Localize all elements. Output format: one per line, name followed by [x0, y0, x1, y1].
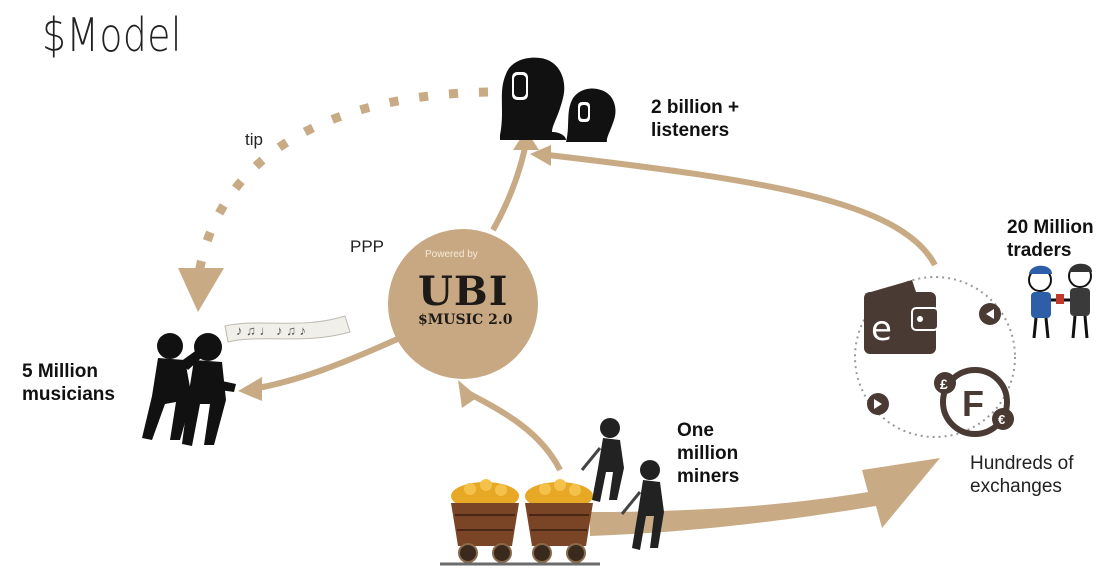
listeners-label: 2 billion + listeners	[651, 97, 740, 141]
tip-arrowhead	[178, 268, 224, 312]
exchange-flow-arrow	[590, 458, 940, 536]
exchange-ring	[854, 276, 1016, 438]
wallet-icon: e	[864, 280, 939, 354]
exchanges-label: Hundreds of exchanges	[970, 453, 1074, 497]
musicians-icon	[142, 333, 236, 446]
tip-label: tip	[245, 130, 263, 149]
ppp-flow-arrow	[257, 334, 404, 391]
ppp-label: PPP	[350, 237, 385, 256]
ubi-hub-circle	[388, 229, 538, 379]
svg-text:€: €	[998, 412, 1005, 427]
hub-to-listeners-arrow	[490, 147, 528, 232]
svg-text:e: e	[871, 309, 892, 349]
traders-label: 20 Million traders	[1007, 217, 1094, 261]
svg-text:F: F	[962, 383, 984, 424]
hub-powered-by: Powered by	[425, 249, 478, 260]
traders-icon	[1028, 263, 1092, 339]
svg-text:£: £	[940, 376, 948, 392]
page-title: $Model	[42, 8, 182, 62]
musicians-label: 5 Million musicians	[22, 361, 115, 405]
miners-icon	[580, 418, 664, 550]
traders-to-listeners-arrow	[547, 152, 938, 267]
svg-text:♪ ♫ ♩ ♪ ♫ ♪: ♪ ♫ ♩ ♪ ♫ ♪	[236, 323, 306, 338]
hub-subtitle: $MUSIC 2.0	[418, 312, 513, 328]
music-notes-icon: ♪ ♫ ♩ ♪ ♫ ♪	[224, 315, 351, 343]
mining-flow-arrow	[466, 390, 563, 472]
tip-flow-arrow	[193, 87, 489, 281]
listeners-icon	[500, 57, 616, 142]
exchange-currency-icon: £ € F	[934, 367, 1014, 437]
miners-label: One million miners	[677, 420, 740, 487]
mine-carts-icon	[440, 479, 600, 566]
hub-name: UBI	[418, 268, 508, 315]
